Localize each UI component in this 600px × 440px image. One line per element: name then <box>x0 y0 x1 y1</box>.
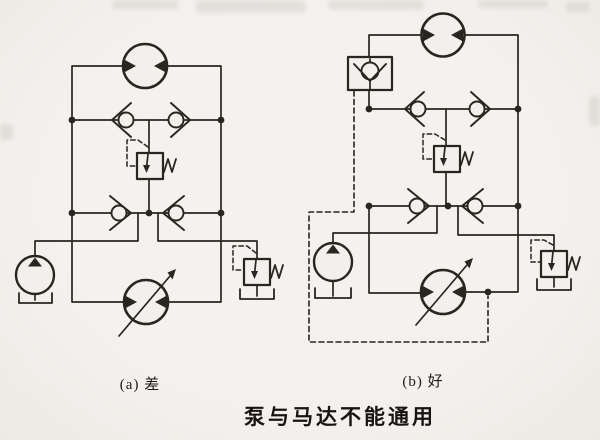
drain-line-b <box>308 90 489 343</box>
junction-dots-a <box>68 116 225 217</box>
variable-arrow-icon <box>118 275 171 337</box>
check-valve-lower-left-b <box>407 188 430 224</box>
scan-artifact <box>112 0 178 9</box>
hydraulic-motor-a <box>121 42 169 90</box>
check-valve-lower-right-b <box>461 188 484 224</box>
scan-artifact <box>328 0 424 10</box>
figure-caption: 泵与马达不能通用 <box>244 405 436 429</box>
pipes-b <box>332 34 555 297</box>
circuit-b <box>308 12 581 343</box>
spring-icon <box>460 151 474 166</box>
charge-pump-b <box>312 241 354 283</box>
hydraulic-motor-b <box>420 12 466 58</box>
check-valve-upper-left-a <box>111 102 135 138</box>
tank-icon <box>18 292 53 304</box>
variable-arrow-icon <box>415 264 468 326</box>
relief-valve-right-a <box>232 245 284 287</box>
tank-icon <box>239 288 275 300</box>
boxed-check-valve-b <box>346 55 394 92</box>
relief-valve-center-b <box>422 133 474 174</box>
tank-icon <box>314 287 352 299</box>
relief-valve-right-b <box>530 239 581 279</box>
pilot-line <box>422 133 446 160</box>
check-valve-lower-right-a <box>162 195 185 231</box>
pilot-line <box>232 245 257 271</box>
check-valve-upper-left-b <box>404 91 427 127</box>
variable-motor-a <box>118 269 176 337</box>
spring-icon <box>270 264 284 279</box>
check-valve-upper-right-b <box>468 91 491 127</box>
variable-motor-b <box>415 258 473 326</box>
scan-artifact <box>566 2 590 12</box>
check-valve-upper-right-a <box>167 102 191 138</box>
check-valve-lower-left-a <box>109 195 132 231</box>
circuit-a <box>14 42 284 337</box>
pipes-a <box>34 65 258 303</box>
tank-icon <box>536 278 572 291</box>
relief-valve-center-a <box>126 139 177 181</box>
pilot-line <box>126 139 149 167</box>
scan-artifact <box>478 0 548 8</box>
spring-icon <box>163 158 177 173</box>
scan-artifact <box>589 96 600 126</box>
charge-pump-a <box>14 254 56 296</box>
scan-artifact <box>0 124 13 140</box>
label-circuit-b: (b) 好 <box>402 374 444 390</box>
pilot-line <box>530 239 554 263</box>
label-circuit-a: (a) 差 <box>119 377 161 393</box>
spring-icon <box>567 256 581 271</box>
junction-dots-b <box>365 105 522 296</box>
scan-artifact <box>196 0 306 13</box>
